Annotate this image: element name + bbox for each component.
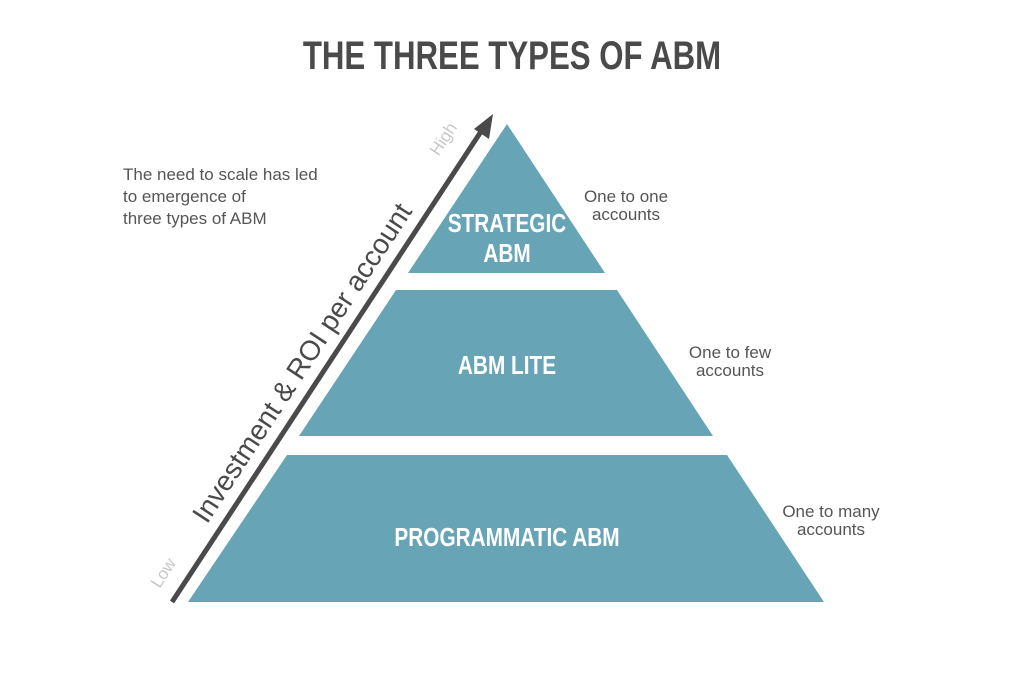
- side-label-one-to-one: One to one: [584, 187, 668, 206]
- pyramid-tier-top: [408, 124, 605, 273]
- tier-label-abm-lite: ABM LITE: [458, 351, 556, 380]
- axis-low-label: Low: [147, 554, 180, 591]
- intro-text: The need to scale has led to emergence o…: [123, 164, 383, 230]
- side-label-one-to-one-accounts: accounts: [592, 205, 660, 224]
- side-label-one-to-few-accounts: accounts: [696, 361, 764, 380]
- intro-line: The need to scale has led: [123, 165, 318, 184]
- axis-arrow-head-icon: [474, 114, 493, 139]
- axis-arrow-line: [169, 128, 485, 604]
- pyramid-tier-middle: [299, 290, 713, 436]
- side-label-one-to-many: One to many: [782, 502, 880, 521]
- tier-label-strategic: STRATEGIC: [448, 209, 567, 238]
- side-label-one-to-many-accounts: accounts: [797, 520, 865, 539]
- side-label-one-to-few: One to few: [689, 343, 772, 362]
- tier-label-programmatic: PROGRAMMATIC ABM: [394, 523, 619, 552]
- tier-label-strategic-abm: ABM: [483, 239, 530, 268]
- axis-high-label: High: [426, 119, 461, 159]
- page-title: THE THREE TYPES OF ABM: [302, 34, 722, 78]
- intro-line: to emergence of: [123, 187, 246, 206]
- pyramid-tier-bottom: [188, 455, 824, 602]
- intro-line: three types of ABM: [123, 209, 267, 228]
